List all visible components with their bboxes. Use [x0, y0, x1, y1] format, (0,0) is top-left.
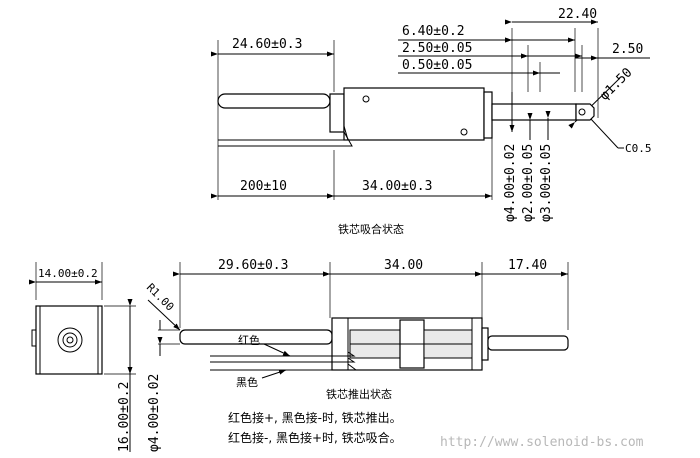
- dim-phi-b: φ2.00±0.05: [521, 144, 536, 222]
- dim-height: 16.00±0.2: [117, 382, 132, 452]
- dim-phi-a: φ4.00±0.02: [503, 144, 518, 222]
- mounting-hole: [460, 128, 468, 136]
- dim-radius: R1.00: [144, 281, 177, 314]
- dim-phi-c: φ3.00±0.05: [539, 144, 554, 222]
- label-red: 红色: [238, 333, 260, 347]
- dim-a: 2.50±0.05: [402, 41, 472, 56]
- dim-b: 0.50±0.05: [402, 58, 472, 73]
- end-cap: [483, 91, 493, 139]
- note-line-2: 红色接-, 黑色接+时, 铁芯吸合。: [228, 430, 402, 445]
- top-view: 24.60±0.3 6.40±0.2 2.50±0.05 0.50±0.05 2…: [211, 7, 652, 236]
- watermark: http://www.solenoid-bs.com: [440, 435, 644, 450]
- label-black: 黑色: [236, 375, 258, 389]
- dim-width: 14.00±0.2: [38, 267, 98, 280]
- bottom-caption: 铁芯推出状态: [326, 387, 392, 401]
- output-shaft: [491, 103, 577, 121]
- lead-wire: [218, 125, 349, 141]
- dim-shaft: 29.60±0.3: [218, 258, 288, 273]
- dim-body-length: 24.60±0.3: [232, 37, 302, 52]
- dim-tip: 2.50: [612, 42, 643, 57]
- top-caption: 铁芯吸合状态: [338, 222, 404, 236]
- dim-overall: 22.40: [558, 7, 597, 22]
- dim-phi-b-view: φ4.00±0.02: [147, 374, 162, 452]
- end-view-body: [35, 305, 103, 375]
- dim-plunger-stroke: 6.40±0.2: [402, 24, 465, 39]
- note-line-1: 红色接+, 黑色接-时, 铁芯推出。: [228, 410, 402, 425]
- black-wire: [210, 363, 358, 371]
- plunger-rod: [217, 93, 331, 109]
- dim-phi-small: φ1.50: [597, 65, 635, 103]
- dim-lead: 200±10: [240, 179, 287, 194]
- dim-body-b: 34.00: [384, 258, 423, 273]
- dim-body: 34.00±0.3: [362, 179, 432, 194]
- output-shaft-extended: [487, 335, 569, 351]
- red-wire: [210, 351, 356, 357]
- end-view-bore: [57, 327, 83, 353]
- lead-wire: [218, 131, 353, 147]
- dim-tip-b: 17.40: [508, 258, 547, 273]
- dim-chamfer: C0.5: [625, 142, 652, 155]
- flange: [329, 93, 345, 133]
- mounting-hole: [362, 95, 370, 103]
